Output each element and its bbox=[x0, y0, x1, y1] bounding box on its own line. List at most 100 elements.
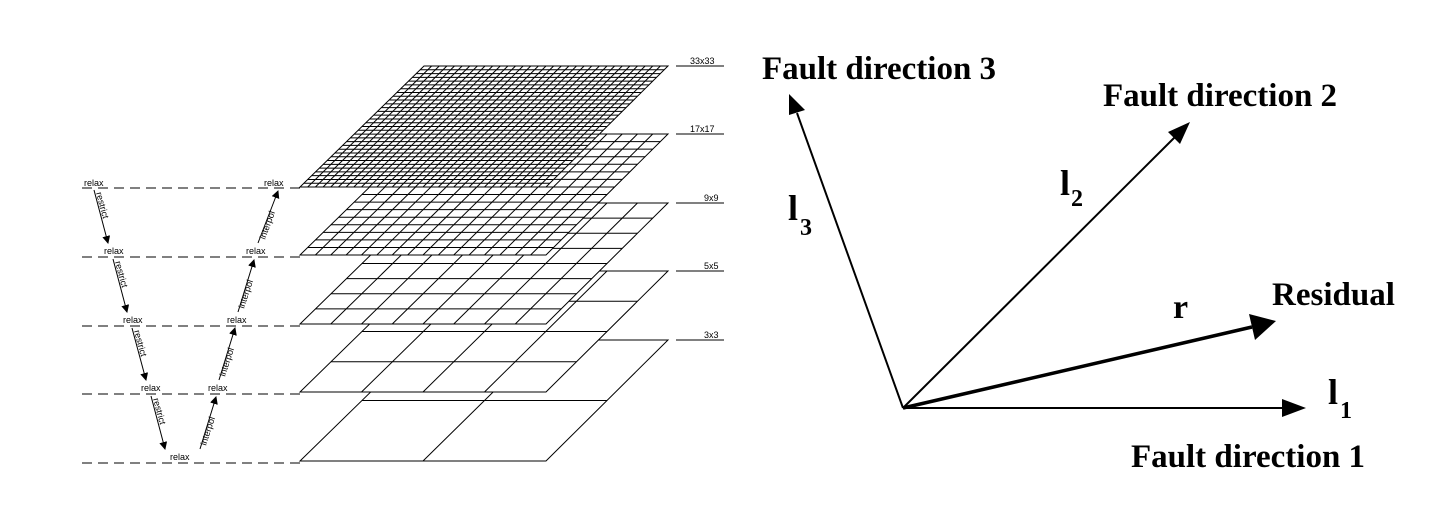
fault-direction-diagram: Fault direction 3 Fault direction 2 Resi… bbox=[762, 51, 1395, 475]
l3-letter: l bbox=[788, 188, 798, 228]
grid-label-33: 33x33 bbox=[690, 56, 715, 66]
l1-subscript: 1 bbox=[1340, 398, 1352, 424]
multigrid-diagram: 33x33 17x17 9x9 5x5 3x3 relax relax rela… bbox=[82, 56, 724, 464]
fault-direction-2-arrowhead bbox=[1168, 122, 1190, 144]
l1-symbol: l 1 bbox=[1328, 372, 1352, 424]
relax-label: relax bbox=[141, 383, 161, 393]
fault-direction-2-name: Fault direction 2 bbox=[1103, 78, 1337, 114]
grid-column-line bbox=[530, 133, 654, 256]
interpol-arrows bbox=[199, 190, 280, 450]
relax-labels: relax relax relax relax relax relax rela… bbox=[84, 178, 284, 462]
relax-label: relax bbox=[208, 383, 228, 393]
relax-label: relax bbox=[104, 246, 124, 256]
restrict-arrows bbox=[93, 189, 168, 450]
interpol-arrow bbox=[257, 190, 280, 244]
l2-letter: l bbox=[1060, 163, 1070, 203]
grid-column-line bbox=[368, 65, 493, 188]
grid-label-9: 9x9 bbox=[704, 193, 719, 203]
restrict-label: restrict bbox=[151, 397, 168, 426]
grid-column-line bbox=[468, 65, 593, 188]
fault-direction-3-arrowhead bbox=[789, 94, 805, 115]
relax-label: relax bbox=[123, 315, 143, 325]
fault-direction-1-arrowhead bbox=[1282, 399, 1306, 417]
fault-direction-2-vector bbox=[902, 136, 1176, 409]
grid-column-line bbox=[514, 133, 638, 256]
l2-symbol: l 2 bbox=[1060, 163, 1083, 212]
grid-label-5: 5x5 bbox=[704, 261, 719, 271]
grid-column-line bbox=[399, 65, 524, 188]
relax-label: relax bbox=[246, 246, 266, 256]
restrict-label: restrict bbox=[94, 191, 111, 220]
grid-column-line bbox=[484, 270, 608, 393]
l2-subscript: 2 bbox=[1071, 186, 1083, 212]
grid-column-line bbox=[307, 65, 432, 188]
grid-column-line bbox=[361, 65, 486, 188]
grid-column-line bbox=[330, 65, 455, 188]
restrict-arrow bbox=[112, 258, 130, 313]
interpol-label: interpol bbox=[217, 346, 236, 377]
grid-column-line bbox=[384, 65, 509, 188]
grid-label-3: 3x3 bbox=[704, 330, 719, 340]
l3-symbol: l 3 bbox=[788, 188, 812, 241]
grid-column-line bbox=[438, 65, 562, 188]
grid-column-line bbox=[537, 65, 661, 188]
grid-column-line bbox=[422, 65, 547, 188]
grid-column-line bbox=[345, 65, 471, 188]
grid-column-line bbox=[322, 65, 448, 188]
grid-column-line bbox=[484, 65, 608, 188]
grid-column-line bbox=[499, 133, 623, 256]
grid-level-3x3 bbox=[298, 339, 670, 462]
grid-column-line bbox=[484, 133, 608, 256]
grid-column-line bbox=[484, 202, 608, 325]
interpol-arrow bbox=[237, 259, 256, 313]
interpol-arrow bbox=[199, 396, 218, 450]
grid-column-line bbox=[491, 65, 615, 188]
grid-column-line bbox=[376, 65, 501, 188]
residual-arrowhead bbox=[1249, 314, 1276, 340]
grid-column-line bbox=[414, 65, 539, 188]
fault-direction-3-name: Fault direction 3 bbox=[762, 51, 996, 87]
restrict-arrow bbox=[93, 189, 111, 244]
restrict-arrow bbox=[131, 327, 149, 381]
grid-column-line bbox=[461, 65, 585, 188]
restrict-arrow bbox=[150, 395, 168, 450]
grid-column-line bbox=[391, 65, 516, 188]
interpol-label: interpol bbox=[257, 210, 276, 241]
grid-column-line bbox=[499, 65, 623, 188]
level-lines bbox=[82, 187, 300, 464]
grid-column-line bbox=[353, 65, 478, 188]
interpol-label: interpol bbox=[198, 415, 217, 446]
restrict-label: restrict bbox=[113, 260, 130, 289]
grid-column-line bbox=[476, 65, 600, 188]
relax-label: relax bbox=[170, 452, 190, 462]
grid-column-line bbox=[522, 65, 646, 188]
grid-column-line bbox=[315, 65, 440, 188]
interpol-arrow bbox=[218, 327, 237, 381]
grid-column-line bbox=[445, 65, 570, 188]
residual-symbol: r bbox=[1173, 289, 1188, 326]
interpol-label: interpol bbox=[236, 278, 255, 309]
residual-vector bbox=[902, 325, 1253, 410]
grid-column-line bbox=[453, 65, 577, 188]
l1-letter: l bbox=[1328, 372, 1338, 412]
grid-column-line bbox=[407, 65, 532, 188]
restrict-label: restrict bbox=[132, 329, 149, 358]
l3-subscript: 3 bbox=[800, 215, 812, 241]
fault-direction-3-vector bbox=[796, 112, 904, 409]
grid-column-line bbox=[430, 65, 554, 188]
grid-column-line bbox=[514, 65, 638, 188]
fault-direction-1-name: Fault direction 1 bbox=[1131, 439, 1365, 475]
grid-level-33x33 bbox=[298, 65, 670, 188]
grid-levels bbox=[298, 65, 670, 462]
relax-label: relax bbox=[84, 178, 104, 188]
relax-label: relax bbox=[227, 315, 247, 325]
grid-column-line bbox=[338, 65, 463, 188]
grid-size-labels: 33x33 17x17 9x9 5x5 3x3 bbox=[676, 56, 724, 341]
grid-column-line bbox=[530, 65, 654, 188]
grid-label-17: 17x17 bbox=[690, 124, 715, 134]
residual-name: Residual bbox=[1272, 277, 1395, 313]
grid-column-line bbox=[514, 202, 638, 325]
relax-label: relax bbox=[264, 178, 284, 188]
grid-column-line bbox=[507, 65, 631, 188]
